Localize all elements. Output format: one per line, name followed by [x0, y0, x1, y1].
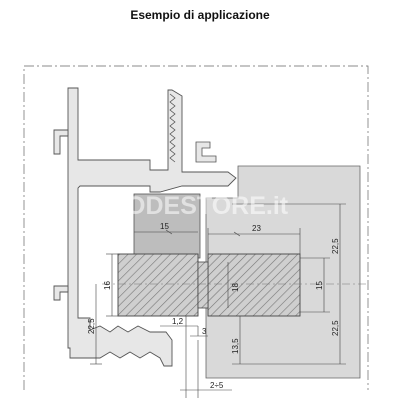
dim-15: 15: [160, 222, 169, 231]
hinge-body-right: [207, 253, 301, 317]
door-profile: [67, 87, 237, 367]
profile-hook: [53, 129, 69, 301]
dimension-lines: [90, 203, 346, 398]
clip-element: [195, 141, 217, 163]
dim-22-5-right-bottom: 22,5: [331, 320, 340, 336]
dim-2-5: 2÷5: [210, 381, 224, 390]
serrated-edge: [169, 93, 176, 163]
dim-22-5-right-top: 22,5: [331, 238, 340, 254]
dim-1-2: 1,2: [172, 317, 184, 326]
dim-3: 3: [202, 327, 207, 336]
hinge-body-left: [117, 253, 199, 317]
dim-18: 18: [231, 283, 240, 292]
watermark: NODESTORE.it: [108, 192, 289, 220]
hinge-pin: [197, 261, 209, 309]
page-title: Esempio di applicazione: [130, 8, 270, 22]
dim-22-5-left: 22,5: [87, 318, 96, 334]
dim-23: 23: [252, 224, 261, 233]
dim-16: 16: [103, 281, 112, 290]
dim-15-right: 15: [315, 281, 324, 290]
insert-block: [133, 193, 201, 259]
frame-outline: [23, 65, 369, 390]
dim-13-5: 13,5: [231, 338, 240, 354]
